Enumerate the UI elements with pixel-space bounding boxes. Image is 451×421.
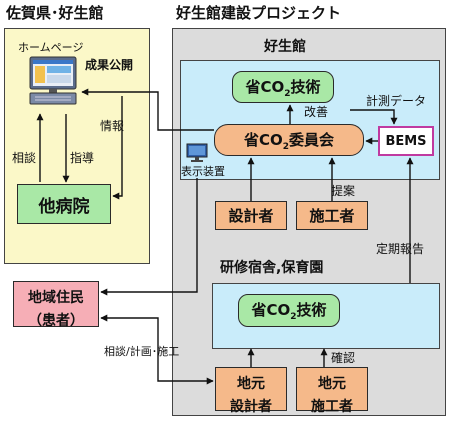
result-publication-label: 成果公開 [85,58,134,72]
local-residents-label: 地域住民 [28,290,84,306]
result-publication-arrow [81,88,214,131]
display-device-label: 表示装置 [181,165,225,178]
computer-icon [26,56,80,106]
designer-label: 設計者 [228,207,274,225]
training-title: 研修宿舎,保育園 [220,260,324,276]
bems-label: BEMS [385,133,427,149]
consult-label: 相談 [12,151,37,165]
local-designer-line1: 地元 [237,376,265,392]
local-designer-box: 地元 設計者 [215,367,287,415]
saga-koseikan-panel [4,28,150,264]
info-arrow [112,96,123,200]
local-builder-line1: 地元 [318,376,346,392]
designer-box: 設計者 [215,201,287,230]
local-builder-line2: 施工者 [311,399,353,415]
homepage-label: ホームページ [18,41,84,54]
consult-plan-build-arrow [100,314,214,385]
bems-box: BEMS [378,126,434,156]
proposal-label: 提案 [331,184,356,198]
koseikan-co2-tech-box: 省CO2技術 [232,71,334,103]
co2-committee-label: 省CO2委員会 [243,130,335,152]
measurement-data-label: 計測データ [366,94,427,108]
periodic-report-label: 定期報告 [376,242,425,256]
measurement-arrow [350,109,398,125]
builder-label: 施工者 [309,207,355,225]
other-hospital-box: 他病院 [17,184,111,224]
other-hospital-label: 他病院 [38,196,90,217]
training-co2-tech-box: 省CO2技術 [238,294,340,327]
confirm-label: 確認 [331,351,356,365]
right-section-title: 好生館建設プロジェクト [176,4,342,22]
co2-tech-label: 省CO2技術 [245,77,321,99]
patients-label: （患者） [28,313,84,329]
improvement-label: 改善 [304,105,329,119]
training-co2-tech-label: 省CO2技術 [251,301,327,322]
co2-committee-box: 省CO2委員会 [214,124,364,156]
display-to-residents-arrow [100,178,198,296]
monitor-icon [186,143,208,163]
local-designer-line2: 設計者 [230,399,272,415]
koseikan-title: 好生館 [264,39,306,55]
local-residents-box: 地域住民 （患者） [13,281,99,329]
info-label: 情報 [100,119,125,133]
guidance-label: 指導 [70,151,95,165]
builder-box: 施工者 [296,201,368,230]
local-builder-box: 地元 施工者 [296,367,368,415]
left-section-title: 佐賀県･好生館 [6,4,104,22]
